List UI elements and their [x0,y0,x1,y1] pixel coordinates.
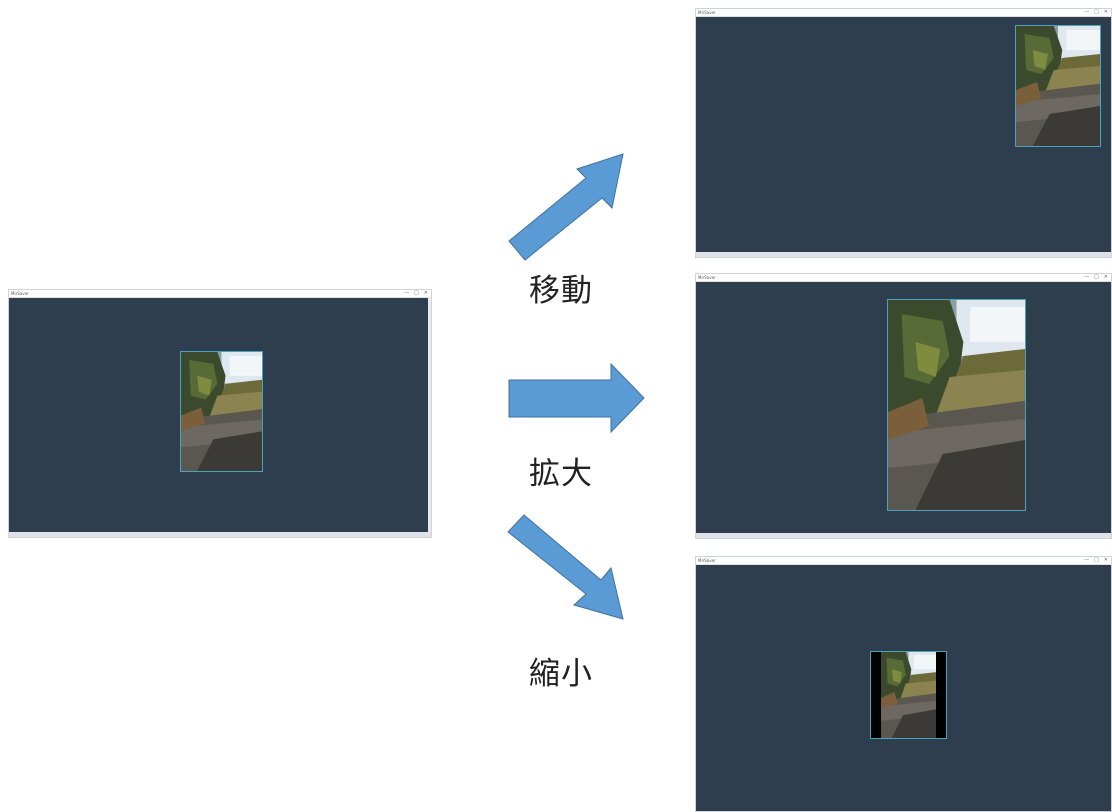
maximize-icon[interactable]: □ [1094,557,1099,563]
vertical-scrollbar[interactable] [428,298,431,532]
window-title: MirSaver [698,10,716,15]
close-icon[interactable]: ✕ [423,290,428,296]
minimize-icon[interactable]: — [1084,557,1090,563]
photo-thumbnail[interactable] [870,651,947,739]
block-arrow-icon [508,362,645,434]
maximize-icon[interactable]: □ [414,290,419,296]
title-bar: MirSaver — □ ✕ [696,9,1111,17]
window-title: MirSaver [698,275,716,280]
block-arrow-icon [507,514,624,620]
zoom-in-label: 拡大 [529,456,593,492]
photo-thumbnail[interactable] [887,299,1026,511]
window-title: MirSaver [698,558,716,563]
close-icon[interactable]: ✕ [1103,557,1108,563]
zoom-out-result-window: MirSaver — □ ✕ [695,556,1112,812]
minimize-icon[interactable]: — [404,290,410,296]
close-icon[interactable]: ✕ [1103,9,1108,15]
minimize-icon[interactable]: — [1084,274,1090,280]
title-bar: MirSaver — □ ✕ [696,274,1111,282]
maximize-icon[interactable]: □ [1094,9,1099,15]
close-icon[interactable]: ✕ [1103,274,1108,280]
status-bar [696,252,1111,257]
minimize-icon[interactable]: — [1084,9,1090,15]
move-label: 移動 [529,273,593,309]
status-bar [696,533,1111,538]
status-bar [9,532,431,537]
source-window: MirSaver — □ ✕ [8,289,432,538]
window-title: MirSaver [11,291,29,296]
zoom-out-label: 縮小 [529,656,593,692]
move-result-window: MirSaver — □ ✕ [695,8,1112,258]
block-arrow-icon [508,153,624,261]
zoom-in-result-window: MirSaver — □ ✕ [695,273,1112,539]
photo-thumbnail[interactable] [1015,25,1101,147]
photo-thumbnail[interactable] [180,351,263,472]
title-bar: MirSaver — □ ✕ [9,290,431,298]
title-bar: MirSaver — □ ✕ [696,557,1111,565]
maximize-icon[interactable]: □ [1094,274,1099,280]
